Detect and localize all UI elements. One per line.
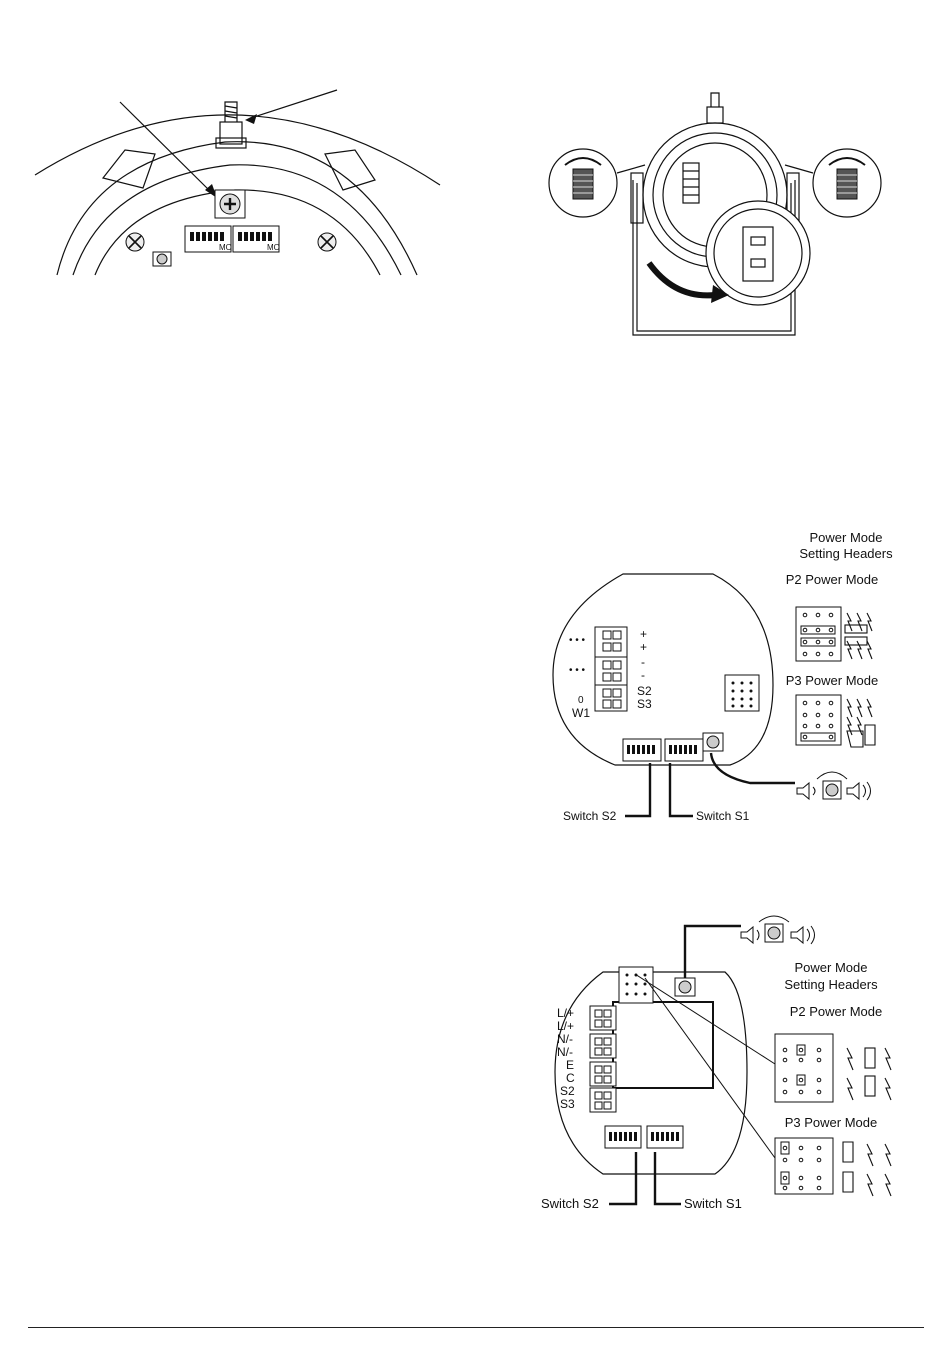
board-header-pins — [725, 675, 759, 711]
terminal-label: - — [641, 655, 645, 669]
enclosure-closeup-figure: MO MO — [25, 80, 455, 280]
volume-knob-icon — [703, 733, 723, 751]
terminal-block — [595, 627, 627, 711]
jumper-label: W1 — [572, 706, 590, 720]
jumper-mark: 0 — [578, 695, 584, 706]
buzzer-knob-icon — [153, 252, 171, 266]
dip-switch-s1 — [647, 1126, 683, 1148]
p2-power-mode-label: P2 Power Mode — [790, 1004, 883, 1019]
switch-s2-label: Switch S2 — [563, 809, 617, 823]
volume-adjust-icon — [797, 772, 871, 800]
dip-switch-s2 — [623, 739, 661, 761]
dip-switch-s1 — [665, 739, 703, 761]
top-fitting-body — [220, 122, 242, 144]
p2-header-diagram — [796, 607, 872, 661]
svg-text:• • •: • • • — [569, 635, 586, 646]
switch-s1-leader — [655, 1152, 681, 1204]
switch-s1-leader — [670, 763, 693, 816]
terminal-label: C — [566, 1071, 575, 1085]
power-mode-title-line1: Power Mode — [795, 960, 868, 975]
volume-leader — [711, 753, 795, 783]
dip-label: MO — [267, 243, 280, 252]
corner-screw-icon — [126, 233, 144, 251]
p3-header-diagram — [775, 1138, 891, 1196]
volume-knob-icon — [675, 978, 695, 996]
terminal-label: L/+ — [557, 1006, 574, 1020]
corner-screw-icon — [318, 233, 336, 251]
terminal-label: S2 — [637, 684, 652, 698]
dc-board-figure: Power Mode Setting Headers P2 Power Mode… — [545, 525, 905, 830]
power-mode-title-line1: Power Mode — [810, 530, 883, 545]
switch-s1-label: Switch S1 — [696, 809, 750, 823]
adjust-screw-icon — [215, 190, 245, 218]
p2-power-mode-label: P2 Power Mode — [786, 572, 879, 587]
terminal-label: N/- — [557, 1045, 573, 1059]
housing-lug-left — [103, 150, 155, 188]
dip-label: MO — [219, 243, 232, 252]
enclosure-top-thread — [711, 93, 719, 107]
volume-adjust-icon — [741, 916, 815, 944]
p3-power-mode-label: P3 Power Mode — [786, 673, 879, 688]
switch-s2-leader — [625, 763, 650, 816]
terminal-label: S3 — [637, 697, 652, 711]
p3-power-mode-label: P3 Power Mode — [785, 1115, 878, 1130]
terminal-label: - — [641, 668, 645, 682]
power-mode-title-line2: Setting Headers — [784, 977, 878, 992]
terminal-label: E — [566, 1058, 574, 1072]
rotating-cover — [706, 201, 810, 305]
open-enclosure-figure — [545, 85, 885, 347]
knob-icon — [565, 158, 601, 199]
dip-switch-s2 — [605, 1126, 641, 1148]
housing-lug-right — [325, 150, 375, 190]
switch-s2-label: Switch S2 — [541, 1196, 599, 1211]
board-outline — [553, 574, 773, 765]
p2-header-diagram — [775, 1034, 891, 1102]
terminal-label: + — [640, 627, 647, 641]
footer-rule — [28, 1327, 924, 1328]
switch-s2-leader — [609, 1152, 636, 1204]
svg-text:• • •: • • • — [569, 665, 586, 676]
p3-header-diagram — [796, 695, 875, 747]
switch-s1-label: Switch S1 — [684, 1196, 742, 1211]
board-header-pins — [619, 967, 653, 1003]
knob-icon — [829, 158, 865, 199]
enclosure-top-fitting — [707, 107, 723, 123]
volume-leader — [685, 926, 741, 978]
dip-switch-s2: MO — [185, 226, 232, 252]
housing-inner-arc — [73, 165, 401, 275]
terminal-label: N/- — [557, 1032, 573, 1046]
dip-switch-s1: MO — [233, 226, 280, 252]
top-fitting-thread — [225, 102, 237, 122]
pointer-line-right — [251, 90, 337, 118]
terminal-label: + — [640, 640, 647, 654]
terminal-label: S2 — [560, 1084, 575, 1098]
power-mode-title-line2: Setting Headers — [799, 546, 893, 561]
housing-outer-arc — [35, 115, 440, 185]
terminal-label: L/+ — [557, 1019, 574, 1033]
ac-board-figure: Power Mode Setting Headers P2 Power Mode… — [535, 912, 915, 1220]
terminal-label: S3 — [560, 1097, 575, 1111]
rotation-arrow — [649, 263, 715, 295]
